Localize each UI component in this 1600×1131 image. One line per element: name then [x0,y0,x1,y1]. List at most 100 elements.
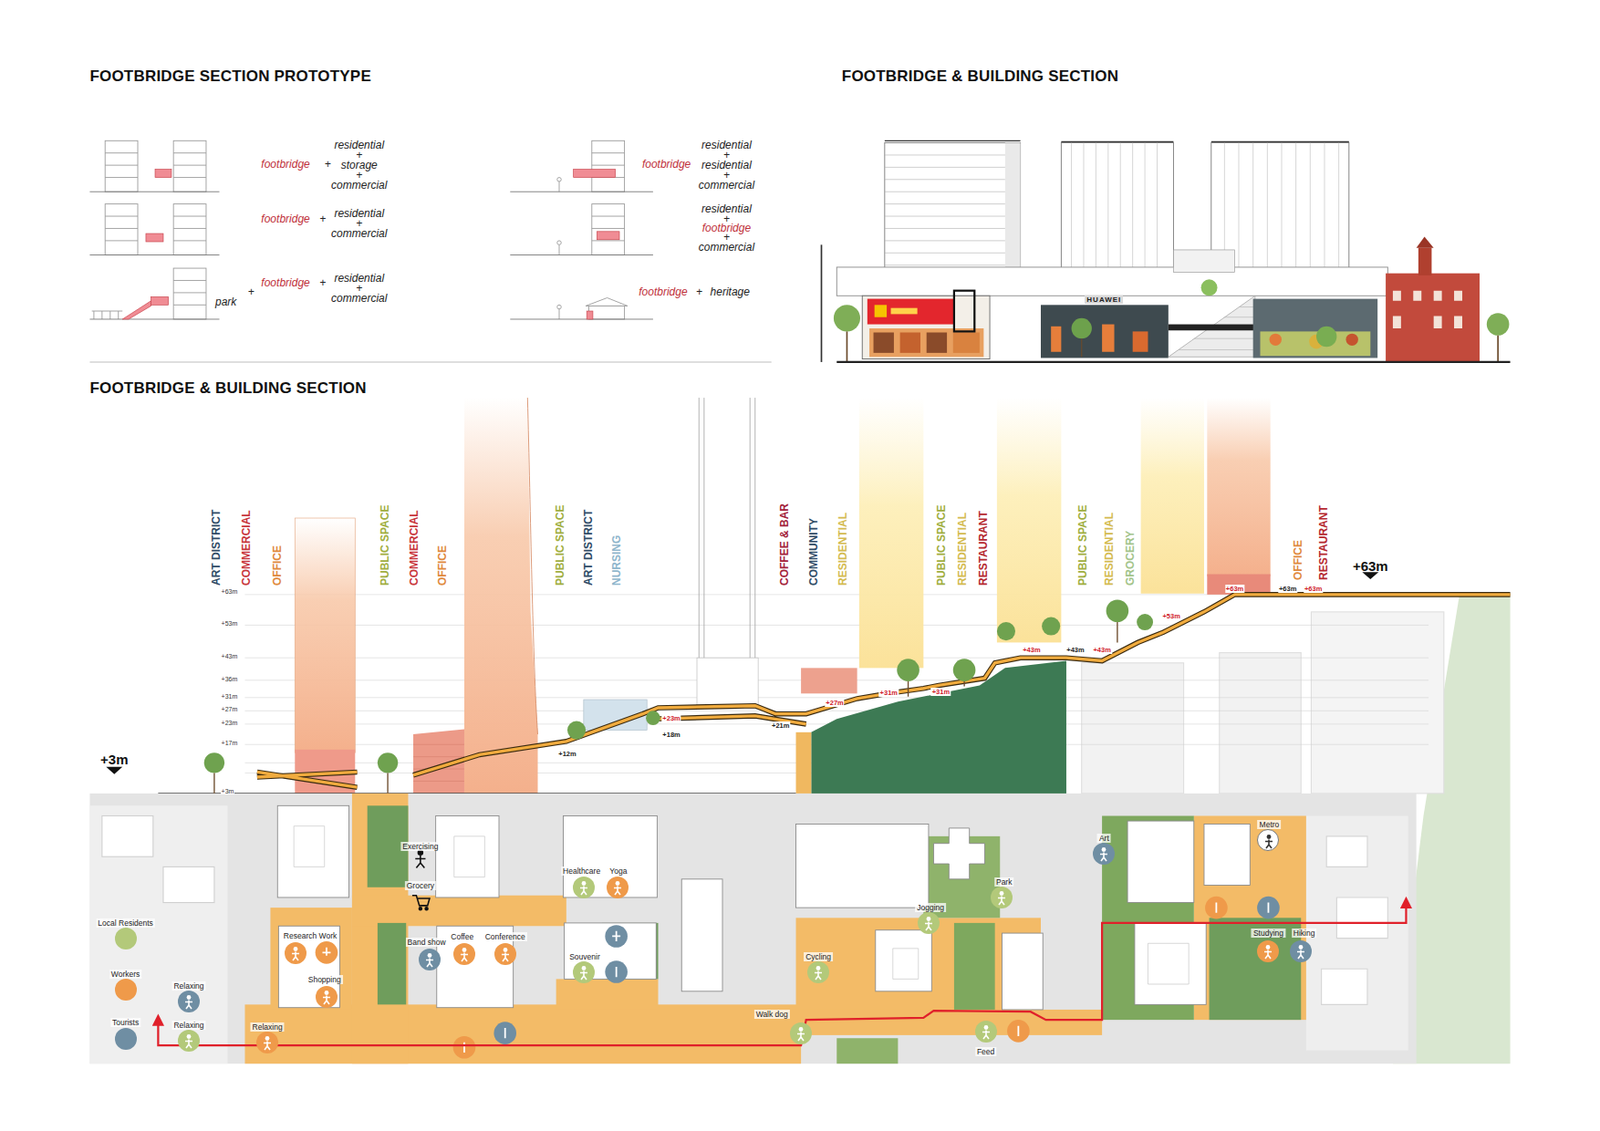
section-heading: FOOTBRIDGE & BUILDING SECTION [841,67,1119,86]
function-label: COFFEE & BAR [778,503,791,586]
elevation-tag: +31m [931,687,951,697]
activity-label: Studying [1251,928,1286,938]
icon-body [425,957,434,967]
legend-label: Workers [109,969,143,979]
elevation-tag: +31m [879,688,899,697]
activity-icon [315,986,338,1008]
activity-icon [453,943,476,966]
icon-head [293,946,299,952]
prototype-text: + [248,287,255,298]
function-label: RESTAURANT [976,510,990,586]
function-label: OFFICE [1291,540,1305,581]
icon-body [797,1032,805,1042]
elevation-tag: +63m [1225,584,1245,593]
activity-label: Park [994,877,1014,887]
elevation-tag: +23m [661,714,681,723]
prototype-text: + [319,214,326,225]
footbridge-text: footbridge [260,214,310,225]
activity-label: Art [1097,833,1112,843]
prototype-text: park [215,297,237,308]
elevation-tag: +43m [1091,645,1112,655]
activity-circle: Cycling [807,961,830,984]
icon-head [926,916,932,922]
prototype-sections [89,140,653,320]
activity-label: Hiking [1291,928,1318,938]
elevation-axis: +43m [220,653,239,660]
activity-circle: Healthcare [572,876,595,899]
activity-label: Yoga [607,866,629,876]
legend-label: Tourists [110,1018,141,1028]
icon-head [1101,847,1107,852]
function-label: RESTAURANT [1317,506,1330,582]
icon-head [187,996,192,1001]
activity-icon [789,1022,812,1045]
legend-label: Local Residents [95,918,155,928]
function-label: NURSING [610,535,624,586]
icon-head [1298,945,1304,950]
icon-body [1100,852,1108,863]
elevation-tag: +21m [770,721,790,730]
shop-sign: HUAWEI [1084,295,1123,304]
prototype-text: + [319,278,326,289]
function-label: GROCERY [1123,530,1137,586]
icon-body [982,1029,990,1039]
icon-body [460,952,468,962]
icon-body [814,971,822,981]
site-plan [89,793,1416,1064]
elevation-tag: +27m [824,698,844,707]
activity-icon [284,942,307,965]
activity-icon [177,990,200,1013]
legend-swatch [114,1028,137,1050]
section-heading: FOOTBRIDGE SECTION PROTOTYPE [89,67,371,86]
section-heading: FOOTBRIDGE & BUILDING SECTION [89,379,366,398]
icon-head [614,881,620,886]
icon-head [581,966,586,971]
elevation-tag: +63m [1303,584,1323,593]
activity-label: Research Work [281,931,339,941]
elevation-tag: +63m [1277,584,1298,593]
icon-body [924,922,933,932]
activity-icon [572,961,595,984]
activity-icon [917,912,940,935]
icon-body [1297,949,1305,959]
elevation-marker: +63m [1352,558,1389,574]
activity-icon [256,1031,279,1054]
icon-body [501,952,510,962]
prototype-text: residential + commercial [331,208,387,239]
icon-body [580,886,588,896]
activity-circle: Coffee [453,943,476,966]
activity-circle: Relaxing [256,1031,279,1054]
function-label: RESIDENTIAL [1102,512,1116,586]
icon-head [187,1034,192,1039]
icon-head [265,1036,271,1041]
activity-label: Band show [405,937,448,947]
icon-head [1267,834,1272,840]
footbridge-blocks [122,169,620,320]
function-label: RESIDENTIAL [955,512,969,586]
activity-icon [1289,940,1312,963]
activity-circle: Relaxing [177,1029,200,1052]
street-section [820,140,1510,363]
footbridge-text: footbridge [260,159,310,170]
prototype-text: residential + storage + commercial [331,140,387,191]
icon-body [1264,949,1272,959]
elevation-tag: +43m [1021,645,1041,655]
activity-label: Coffee [448,932,476,942]
icon-head [581,881,586,886]
activity-circle: Relaxing [177,990,200,1013]
activity-icon [418,948,441,971]
icon-head [324,990,330,996]
elevation-tag: +43m [1065,645,1085,655]
prototype-text: residential + [701,204,752,225]
activity-label: Relaxing [171,1020,206,1030]
function-label: OFFICE [436,545,449,586]
elevation-axis: +53m [220,620,239,627]
activity-icon [177,1029,200,1052]
elevation-axis: +3m [220,788,236,795]
legend-swatch [114,978,137,1001]
activity-label: Relaxing [171,981,206,991]
activity-label: Jogging [914,903,946,913]
elevation-axis: +27m [220,706,239,713]
prototype-text: residential + commercial [331,273,387,304]
activity-circle: Feed [975,1020,998,1043]
